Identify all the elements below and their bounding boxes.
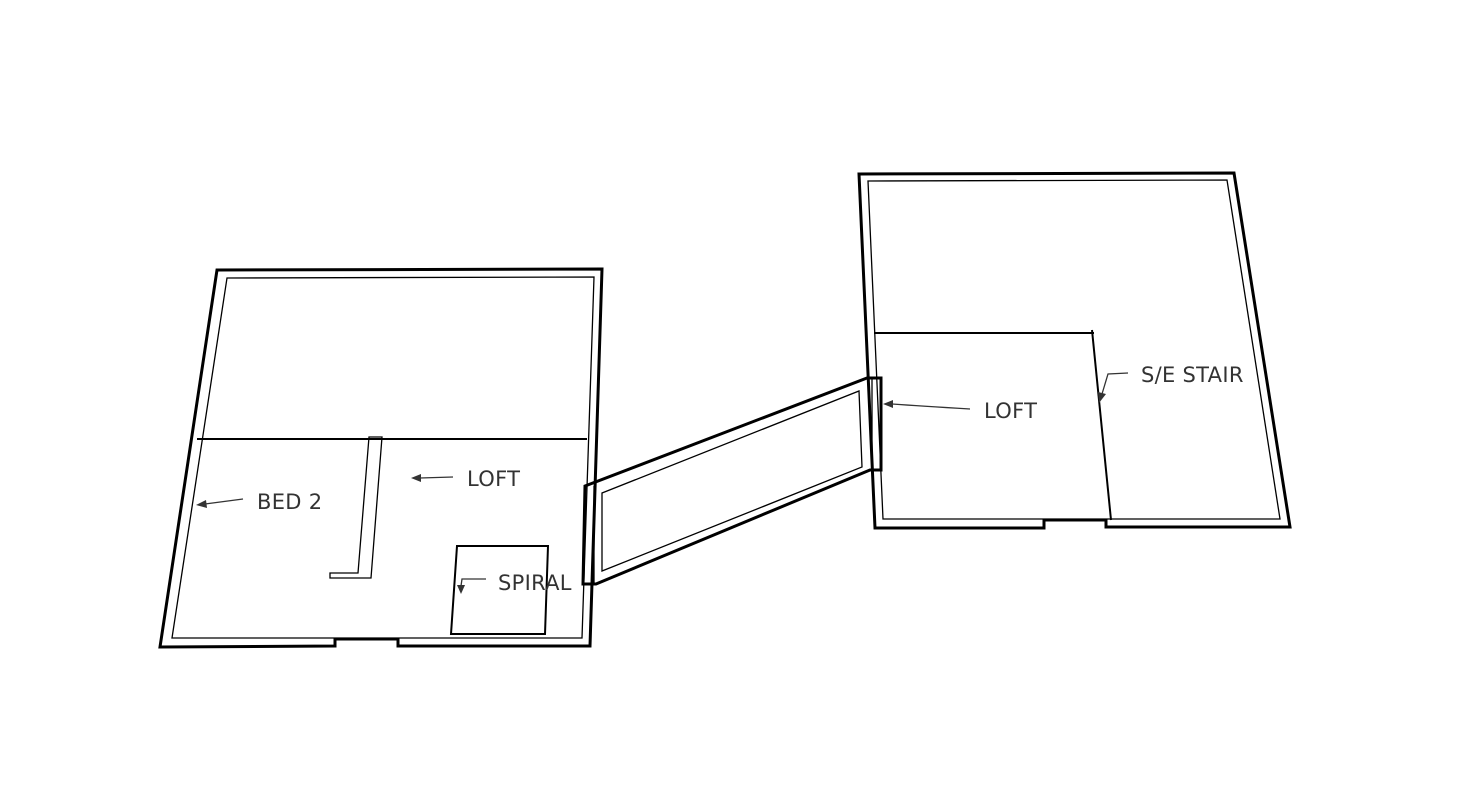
spiral-arrowhead [457, 585, 465, 594]
label-loft-right: LOFT [883, 399, 1037, 423]
loft-right-leader [891, 403, 971, 410]
walkway-outer [581, 376, 883, 586]
loft-right-arrowhead [883, 400, 893, 408]
se-stair-arrowhead [1098, 392, 1106, 403]
se-stair-leader [1101, 372, 1129, 395]
left-building [158, 267, 604, 649]
loft-right-label: LOFT [984, 399, 1037, 423]
right-building-stair-line [1091, 329, 1112, 521]
right-building-inner-wall [867, 179, 1281, 520]
connector-walkway [581, 376, 883, 586]
spiral-leader [460, 578, 486, 587]
bed2-partition-wall [329, 436, 383, 579]
loft-left-arrowhead [411, 474, 421, 482]
label-loft-left: LOFT [411, 467, 520, 491]
bed2-label: BED 2 [257, 490, 322, 514]
spiral-stair-box [449, 545, 550, 635]
label-spiral: SPIRAL [457, 571, 572, 595]
spiral-label: SPIRAL [498, 571, 572, 595]
left-building-outer-wall [158, 267, 604, 649]
right-building [857, 171, 1292, 530]
right-building-outer-wall [857, 171, 1292, 530]
left-building-inner-wall [171, 276, 595, 639]
bed2-leader [204, 498, 244, 505]
bed2-arrowhead [196, 500, 207, 508]
loft-left-leader [419, 476, 454, 479]
label-se-stair: S/E STAIR [1098, 363, 1244, 403]
se-stair-label: S/E STAIR [1141, 363, 1244, 387]
walkway-inner [601, 390, 863, 572]
label-bed2: BED 2 [196, 490, 322, 514]
loft-left-label: LOFT [467, 467, 520, 491]
